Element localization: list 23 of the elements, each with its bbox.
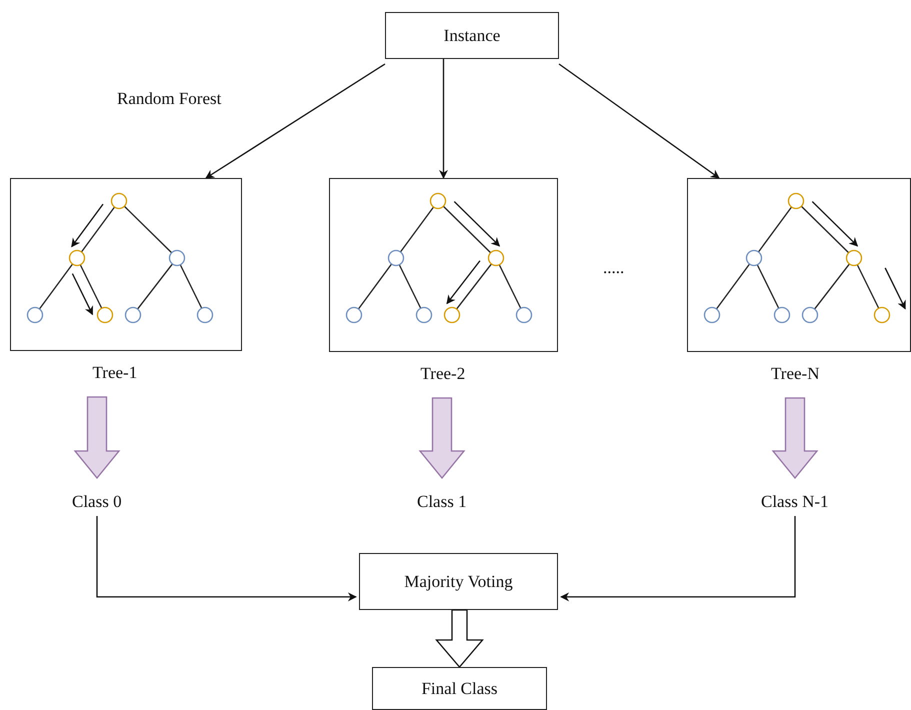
block-arrow [74,396,120,480]
process-box [385,12,559,59]
arrow [558,63,720,179]
block-arrow [435,609,484,668]
process-box [359,553,558,610]
caption-text: Random Forest [117,89,222,109]
tree-label: Tree-N [771,364,820,384]
class-text: Class 0 [72,492,122,512]
class-text: Class N-1 [761,492,829,512]
box-text: Instance [444,26,500,46]
tree-label: Tree-1 [92,363,138,383]
class-text: Class 1 [417,492,467,512]
block-arrow [772,397,818,480]
arrow [560,516,796,602]
box-text: Majority Voting [404,572,513,592]
arrow [96,516,357,602]
box-text: Final Class [421,678,498,698]
tree-label: Tree-2 [420,364,466,384]
arrow [205,63,386,179]
block-arrow [418,397,466,480]
arrow [439,59,448,179]
ellipsis-text: ..... [603,258,624,278]
output-box [372,667,547,710]
